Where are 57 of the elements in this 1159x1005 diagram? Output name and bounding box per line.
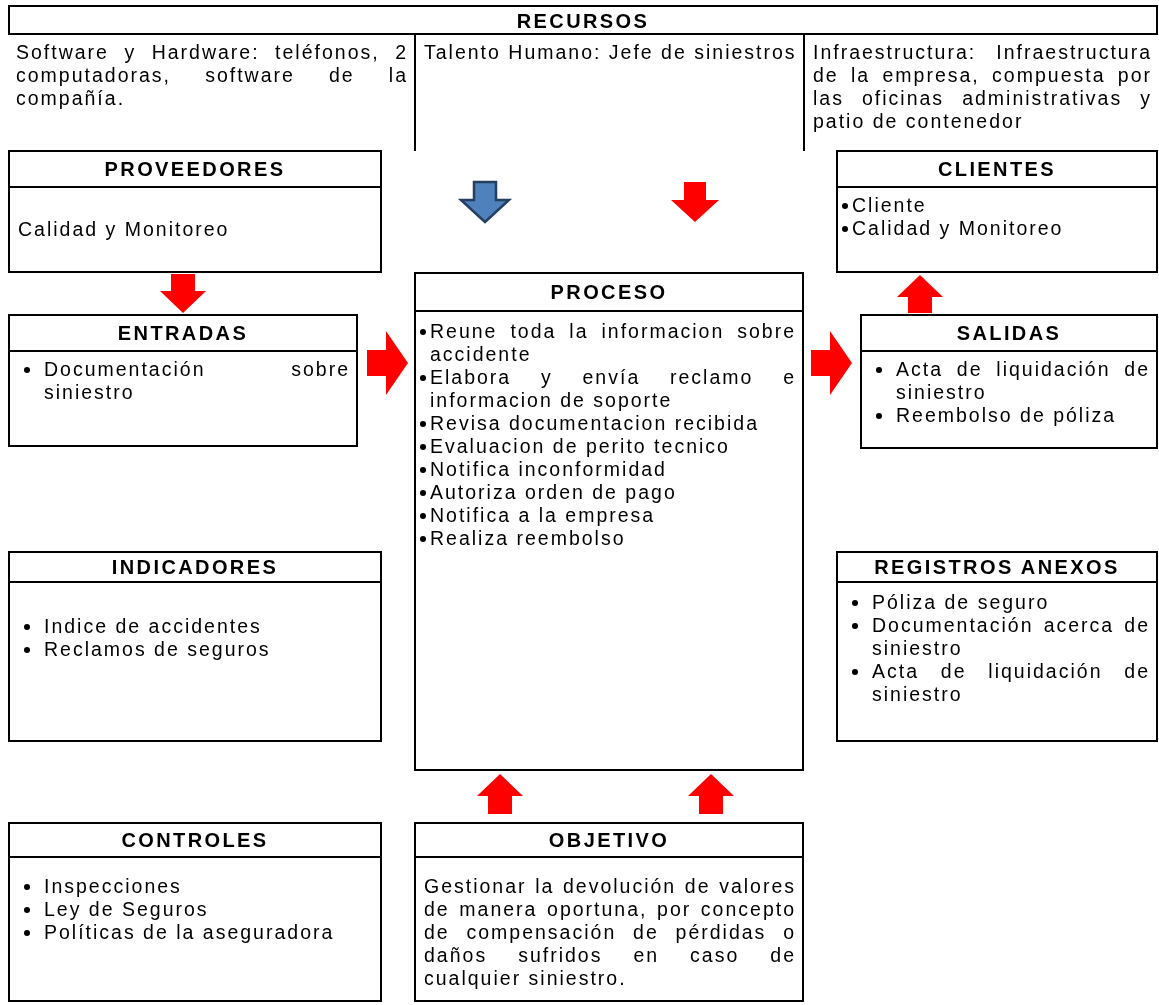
list-item: Notifica inconformidad: [420, 458, 796, 481]
cell-text: Software y Hardware: teléfonos, 2 computadoras, software de la compañía.: [16, 41, 408, 110]
list-item: Calidad y Monitoreo: [842, 217, 1150, 240]
resource-table: [8, 5, 1158, 151]
list-item: Realiza reembolso: [420, 527, 796, 550]
section-heading: PROVEEDORES: [104, 157, 286, 181]
block-arrow: [160, 274, 206, 313]
block-arrow: [457, 180, 513, 224]
list-item: Ley de Seguros: [18, 898, 374, 921]
block-arrow: [811, 331, 852, 395]
section-box: [860, 314, 1158, 449]
list-item: Indice de accidentes: [18, 615, 374, 638]
section-box: [414, 272, 804, 771]
section-box: [8, 314, 358, 447]
block-arrow: [688, 774, 734, 814]
list-item: Acta de liquidación de siniestro: [846, 660, 1150, 706]
list-item: Autoriza orden de pago: [420, 481, 796, 504]
cell-text: Infraestructura: Infraestructura de la empresa, compuesta por las oficinas administrativas y patio de contenedor: [813, 41, 1152, 133]
block-arrow: [367, 331, 408, 395]
section-box: [836, 551, 1158, 742]
section-heading: PROCESO: [550, 280, 668, 304]
list-item: Acta de liquidación de siniestro: [870, 358, 1150, 404]
list-item: Cliente: [842, 194, 1150, 217]
block-arrow: [897, 275, 943, 313]
section-heading: RECURSOS: [516, 9, 650, 33]
resource-cell: [414, 33, 803, 151]
list-item: Reembolso de póliza: [870, 404, 1150, 427]
list-item: Documentación acerca de siniestro: [846, 614, 1150, 660]
resource-cell: [803, 33, 1158, 151]
list-item: Inspecciones: [18, 875, 374, 898]
body-text: Gestionar la devolución de valores de manera oportuna, por concepto de compensación de pérdidas o daños sufridos en caso de cualquier siniestro.: [424, 875, 796, 990]
list-item: Póliza de seguro: [846, 591, 1150, 614]
section-heading: OBJETIVO: [548, 828, 670, 852]
section-heading: CLIENTES: [937, 157, 1057, 181]
section-heading: ENTRADAS: [117, 321, 249, 345]
cell-text: Talento Humano: Jefe de siniestros: [424, 41, 797, 64]
section-box: [414, 822, 804, 1002]
block-arrow: [477, 774, 523, 814]
section-box: [8, 150, 382, 273]
section-heading: REGISTROS ANEXOS: [874, 555, 1120, 579]
resource-cell: [8, 33, 414, 151]
list-item: Elabora y envía reclamo e informacion de soporte: [420, 366, 796, 412]
list-item: Documentación sobre siniestro: [18, 358, 350, 404]
list-item: Revisa documentacion recibida: [420, 412, 796, 435]
section-box: [8, 551, 382, 742]
section-box: [8, 822, 382, 1002]
section-box: [836, 150, 1158, 273]
section-heading: CONTROLES: [121, 828, 269, 852]
block-arrow: [671, 182, 719, 222]
list-item: Notifica a la empresa: [420, 504, 796, 527]
list-item: Políticas de la aseguradora: [18, 921, 374, 944]
section-heading: SALIDAS: [956, 321, 1062, 345]
list-item: Reclamos de seguros: [18, 638, 374, 661]
list-item: Evaluacion de perito tecnico: [420, 435, 796, 458]
section-heading: INDICADORES: [111, 555, 279, 579]
list-item: Reune toda la informacion sobre accidente: [420, 320, 796, 366]
body-text: Calidad y Monitoreo: [18, 218, 231, 241]
